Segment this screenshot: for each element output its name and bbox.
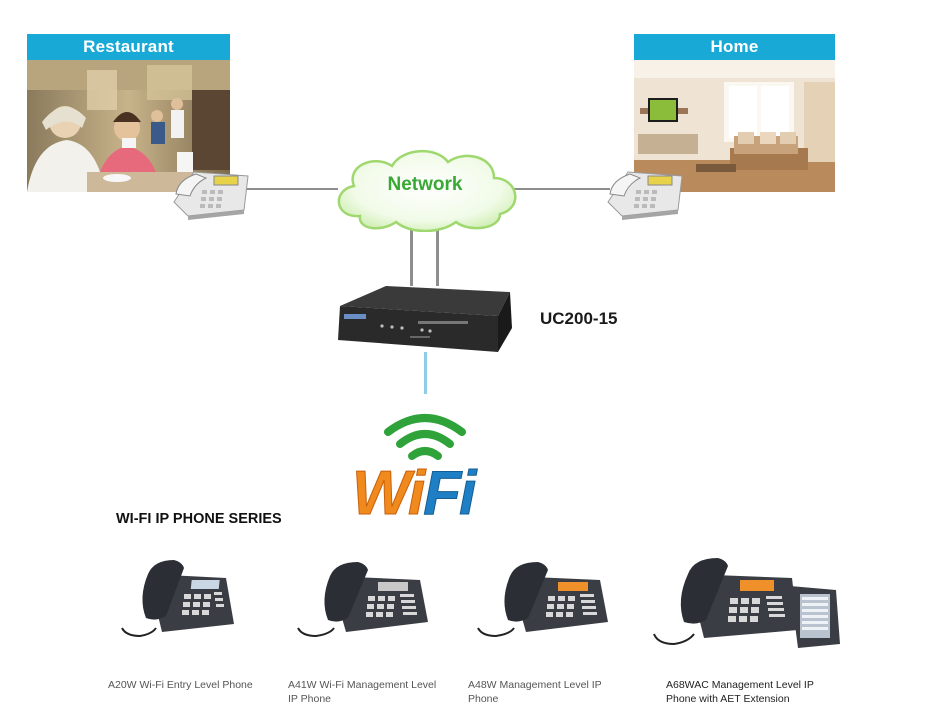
restaurant-photo <box>27 60 230 192</box>
restaurant-scene <box>27 60 230 192</box>
home-photo <box>634 60 835 192</box>
home-desk-phone-icon <box>607 171 683 220</box>
a48w-phone-icon <box>477 562 608 638</box>
home-panel: Home <box>634 34 835 192</box>
wifi-logo: WiFi <box>352 459 481 529</box>
a41w-caption: A41W Wi-Fi Management Level IP Phone <box>288 679 437 705</box>
pbx-device-icon <box>338 286 512 352</box>
a48w-caption: A48W Management Level IP Phone <box>468 679 602 705</box>
link-network-pbx-a <box>410 228 413 286</box>
network-label: Network <box>387 174 463 195</box>
wifi-signal-icon <box>384 414 466 460</box>
home-scene <box>634 60 835 192</box>
pbx-label: UC200-15 <box>540 309 618 328</box>
a41w-phone-icon <box>297 562 428 638</box>
home-title: Home <box>634 34 835 60</box>
link-network-home <box>514 188 610 190</box>
link-network-pbx-b <box>436 216 439 286</box>
a20w-phone-icon <box>121 560 234 638</box>
restaurant-panel: Restaurant <box>27 34 230 192</box>
series-title: WI-FI IP PHONE SERIES <box>116 511 282 527</box>
link-restaurant-network <box>246 188 338 190</box>
link-pbx-wifi <box>424 352 427 394</box>
network-cloud-icon <box>337 149 517 232</box>
a68wac-phone-icon <box>653 558 840 648</box>
restaurant-title: Restaurant <box>27 34 230 60</box>
wifi-logo-text: WiFi <box>352 459 478 528</box>
a20w-caption: A20W Wi-Fi Entry Level Phone <box>108 679 253 691</box>
a68wac-caption: A68WAC Management Level IP Phone with AE… <box>666 679 814 705</box>
restaurant-desk-phone-icon <box>173 171 249 220</box>
